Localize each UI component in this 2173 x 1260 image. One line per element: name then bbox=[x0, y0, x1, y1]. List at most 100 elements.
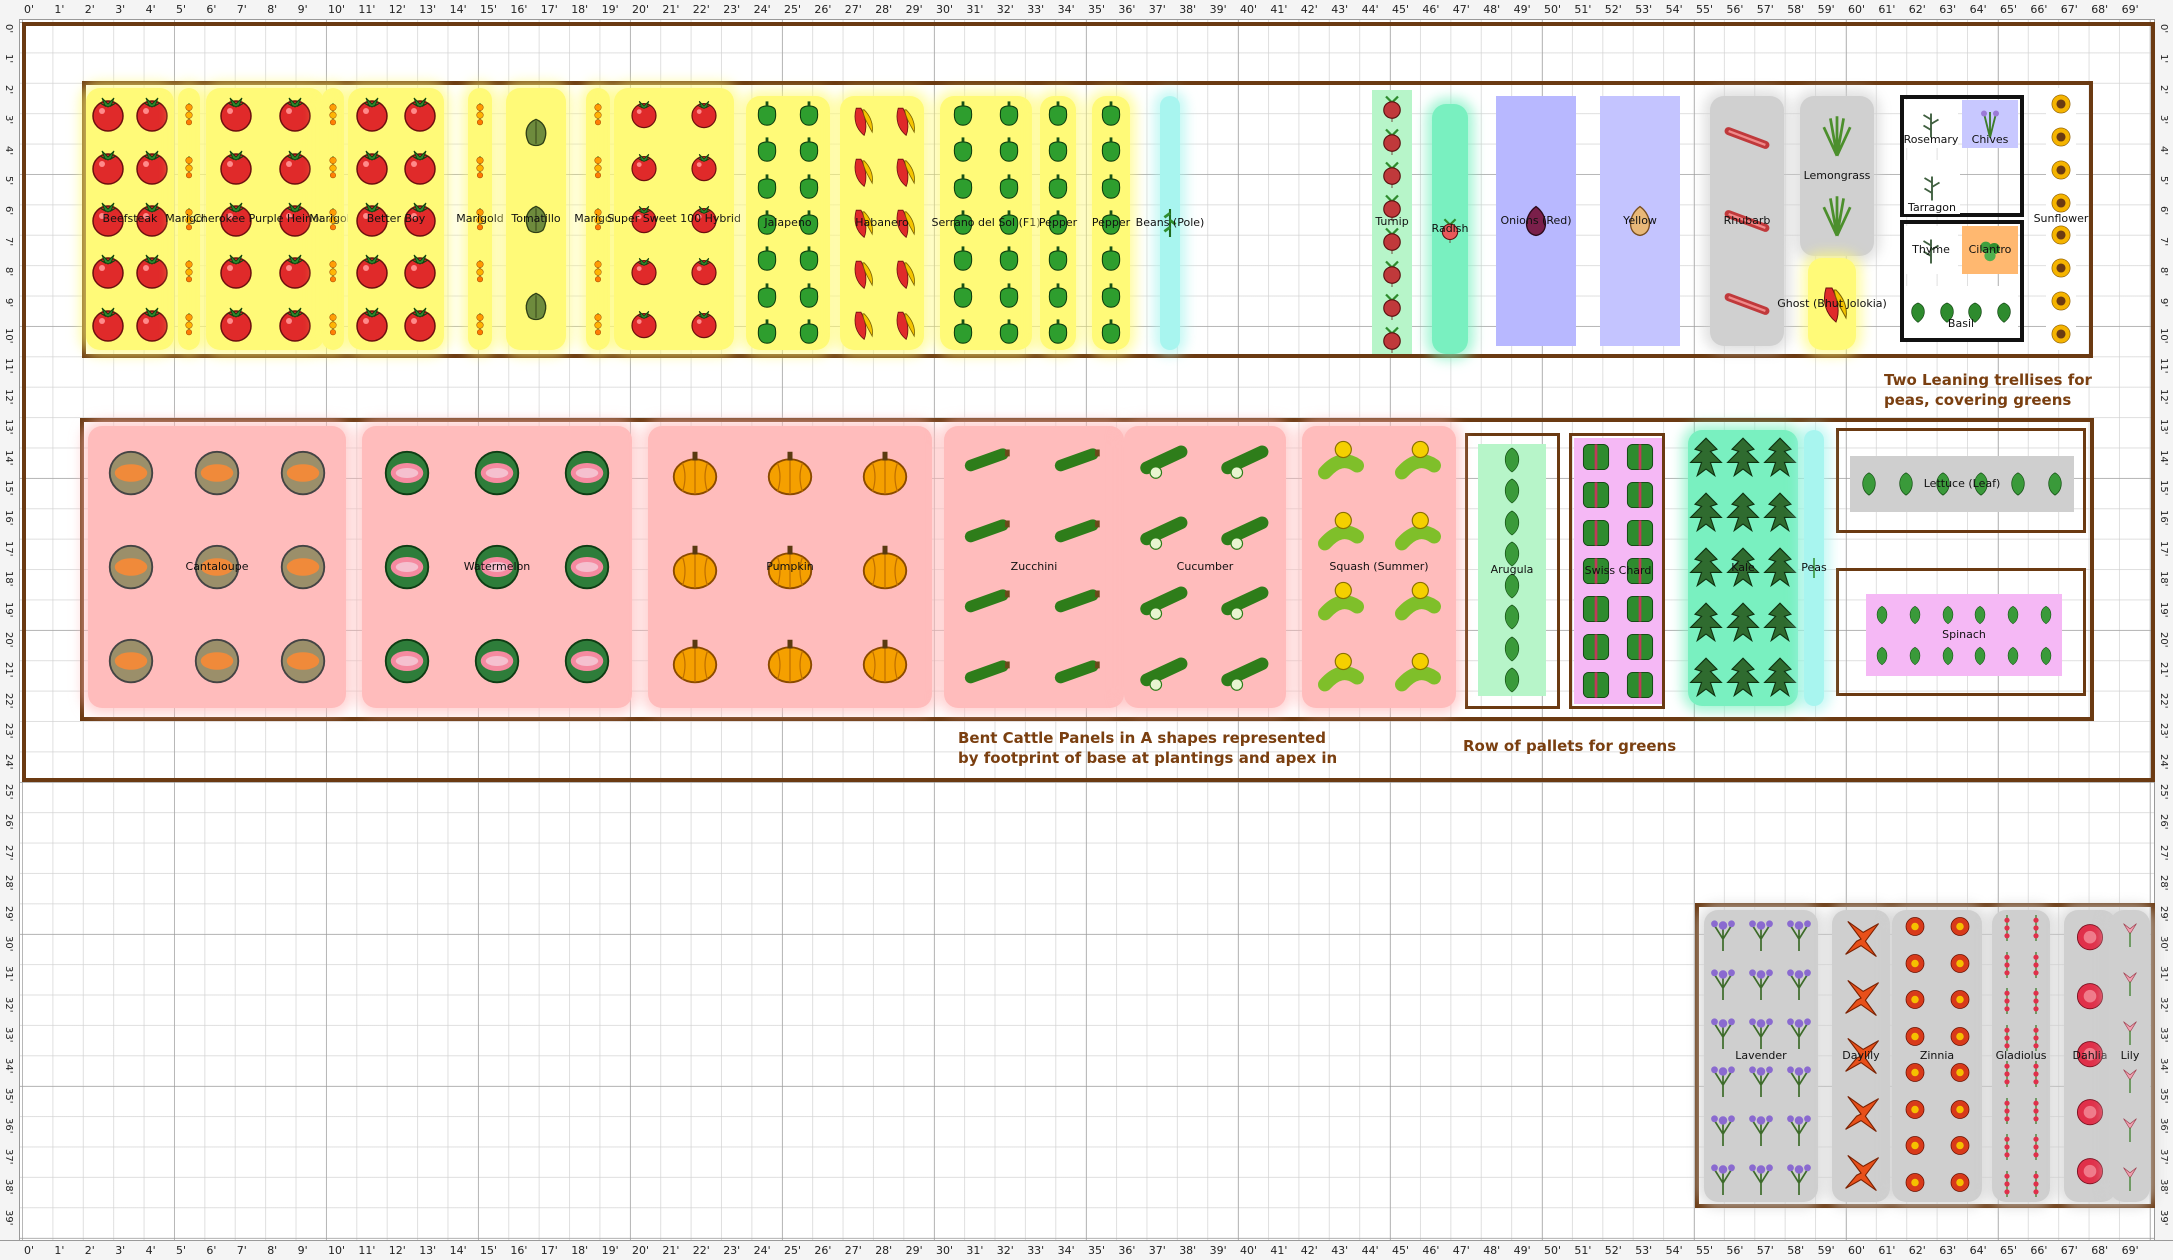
ruler-tick-label: 24' bbox=[3, 753, 14, 770]
ruler-tick-label: 26' bbox=[814, 1244, 832, 1257]
bed-label: Zinnia bbox=[1919, 1049, 1955, 1062]
trellis-frame-lettuce[interactable] bbox=[1836, 428, 2086, 533]
bed-label: Marigold bbox=[574, 212, 622, 225]
ruler-tick-label: 26' bbox=[814, 3, 832, 16]
ruler-tick-label: 19' bbox=[2158, 601, 2169, 618]
lily-icon bbox=[2117, 1067, 2143, 1097]
bed-label: Tomatillo bbox=[511, 212, 561, 225]
raised-bed-middle[interactable] bbox=[80, 418, 2094, 721]
gladiolus-icon bbox=[2023, 988, 2049, 1018]
zucchini-icon bbox=[964, 509, 1012, 559]
tomatillo-icon bbox=[518, 201, 554, 241]
gladiolus-icon bbox=[2023, 1134, 2049, 1164]
cucumber-icon bbox=[1139, 509, 1188, 559]
squash-icon bbox=[1394, 438, 1441, 488]
ruler-tick-label: 19' bbox=[601, 1244, 619, 1257]
ruler-tick-label: 21' bbox=[3, 662, 14, 678]
ruler-tick-label: 13' bbox=[2158, 419, 2169, 435]
ruler-tick-label: 16' bbox=[3, 510, 14, 526]
arugula-icon bbox=[1497, 634, 1527, 668]
ruler-tick-label: 23' bbox=[723, 1244, 741, 1257]
pepper-icon bbox=[1097, 173, 1125, 205]
bed-lettuce-leaf-[interactable] bbox=[1850, 456, 2074, 512]
squash-icon bbox=[1394, 509, 1441, 559]
zinnia-icon bbox=[1945, 950, 1975, 984]
ruler-tick-label: 33' bbox=[3, 1027, 14, 1043]
tomato-icon bbox=[216, 147, 256, 191]
zucchini-icon bbox=[964, 650, 1012, 700]
zinnia-icon bbox=[1900, 1132, 1930, 1166]
ruler-tick-label: 3' bbox=[2158, 115, 2169, 125]
pallet-frame-arugula[interactable] bbox=[1465, 433, 1560, 709]
ruler-tick-label: 42' bbox=[1300, 1244, 1318, 1257]
ruler-tick-label: 60' bbox=[1848, 3, 1866, 16]
lavender-icon bbox=[1706, 1015, 1740, 1053]
arugula-icon bbox=[1497, 602, 1527, 636]
zinnia-icon bbox=[1945, 1059, 1975, 1093]
ruler-tick-label: 22' bbox=[2158, 692, 2169, 709]
ruler-tick-label: 8' bbox=[3, 267, 14, 277]
bed-lavender[interactable] bbox=[1704, 910, 1818, 1202]
spinach-icon bbox=[1937, 604, 1959, 630]
raised-bed-flowers[interactable] bbox=[1695, 903, 2155, 1208]
ruler-tick-label: 39' bbox=[3, 1209, 14, 1226]
marigold-icon bbox=[469, 155, 491, 182]
ruler-tick-label: 13' bbox=[419, 3, 437, 16]
kale-icon bbox=[1721, 656, 1765, 704]
watermelon-icon bbox=[562, 636, 612, 690]
ruler-tick-label: 30' bbox=[3, 936, 14, 952]
herb-box-upper[interactable] bbox=[1900, 95, 2024, 217]
trellis-frame-spinach[interactable] bbox=[1836, 568, 2086, 696]
ruler-tick-label: 51' bbox=[1574, 3, 1592, 16]
ruler-tick-label: 21' bbox=[2158, 662, 2169, 678]
ruler-tick-label: 44' bbox=[1361, 1244, 1379, 1257]
zucchini-icon bbox=[964, 579, 1012, 629]
marigold-icon bbox=[178, 312, 200, 339]
chard-icon bbox=[1622, 629, 1658, 669]
pepper-icon bbox=[1097, 318, 1125, 350]
zinnia-icon bbox=[1945, 1132, 1975, 1166]
lettuce-icon bbox=[1967, 470, 1995, 502]
cucumber-icon bbox=[1220, 579, 1269, 629]
herb-box-lower[interactable] bbox=[1900, 220, 2024, 342]
squash-icon bbox=[1394, 650, 1441, 700]
chard-icon bbox=[1578, 439, 1614, 479]
pepper-icon bbox=[1044, 173, 1072, 205]
bed-gladiolus[interactable] bbox=[1992, 910, 2050, 1202]
pallet-frame-chard[interactable] bbox=[1569, 433, 1665, 709]
pepper-icon bbox=[753, 318, 781, 350]
raised-bed-top[interactable] bbox=[82, 81, 2093, 358]
ruler-tick-label: 69' bbox=[2121, 3, 2139, 16]
bed-label: Pepper bbox=[1091, 216, 1131, 229]
marigold-icon bbox=[178, 103, 200, 129]
cantaloupe-icon bbox=[106, 448, 156, 502]
right-ruler: 0'1'2'3'4'5'6'7'8'9'10'11'12'13'14'15'16… bbox=[2154, 19, 2173, 1240]
pea-icon bbox=[1804, 558, 1824, 582]
lavender-icon bbox=[1744, 1063, 1778, 1101]
zinnia-icon bbox=[1900, 913, 1930, 947]
lettuce-icon bbox=[1855, 470, 1883, 502]
ruler-tick-label: 52' bbox=[1604, 3, 1622, 16]
ruler-tick-label: 30' bbox=[936, 3, 954, 16]
ruler-tick-label: 32' bbox=[2158, 996, 2169, 1013]
ruler-tick-label: 0' bbox=[3, 24, 14, 34]
ruler-tick-label: 37' bbox=[1148, 1244, 1166, 1257]
daylily-icon bbox=[1839, 1151, 1883, 1199]
gladiolus-icon bbox=[1994, 1061, 2020, 1091]
cantaloupe-icon bbox=[192, 448, 242, 502]
bed-lily[interactable] bbox=[2110, 910, 2150, 1202]
ruler-tick-label: 55' bbox=[1696, 1244, 1714, 1257]
spinach-icon bbox=[1937, 645, 1959, 671]
tomato-icon bbox=[275, 94, 315, 138]
lavender-icon bbox=[1706, 1112, 1740, 1150]
lettuce-icon bbox=[1892, 470, 1920, 502]
ruler-tick-label: 43' bbox=[1331, 1244, 1349, 1257]
bed-spinach[interactable] bbox=[1866, 594, 2062, 676]
ruler-tick-label: 2' bbox=[2158, 84, 2169, 94]
ruler-tick-label: 15' bbox=[3, 480, 14, 496]
chard-icon bbox=[1622, 439, 1658, 479]
chili-icon bbox=[845, 258, 877, 294]
ruler-tick-label: 31' bbox=[3, 966, 14, 982]
marigold-icon bbox=[322, 155, 344, 182]
